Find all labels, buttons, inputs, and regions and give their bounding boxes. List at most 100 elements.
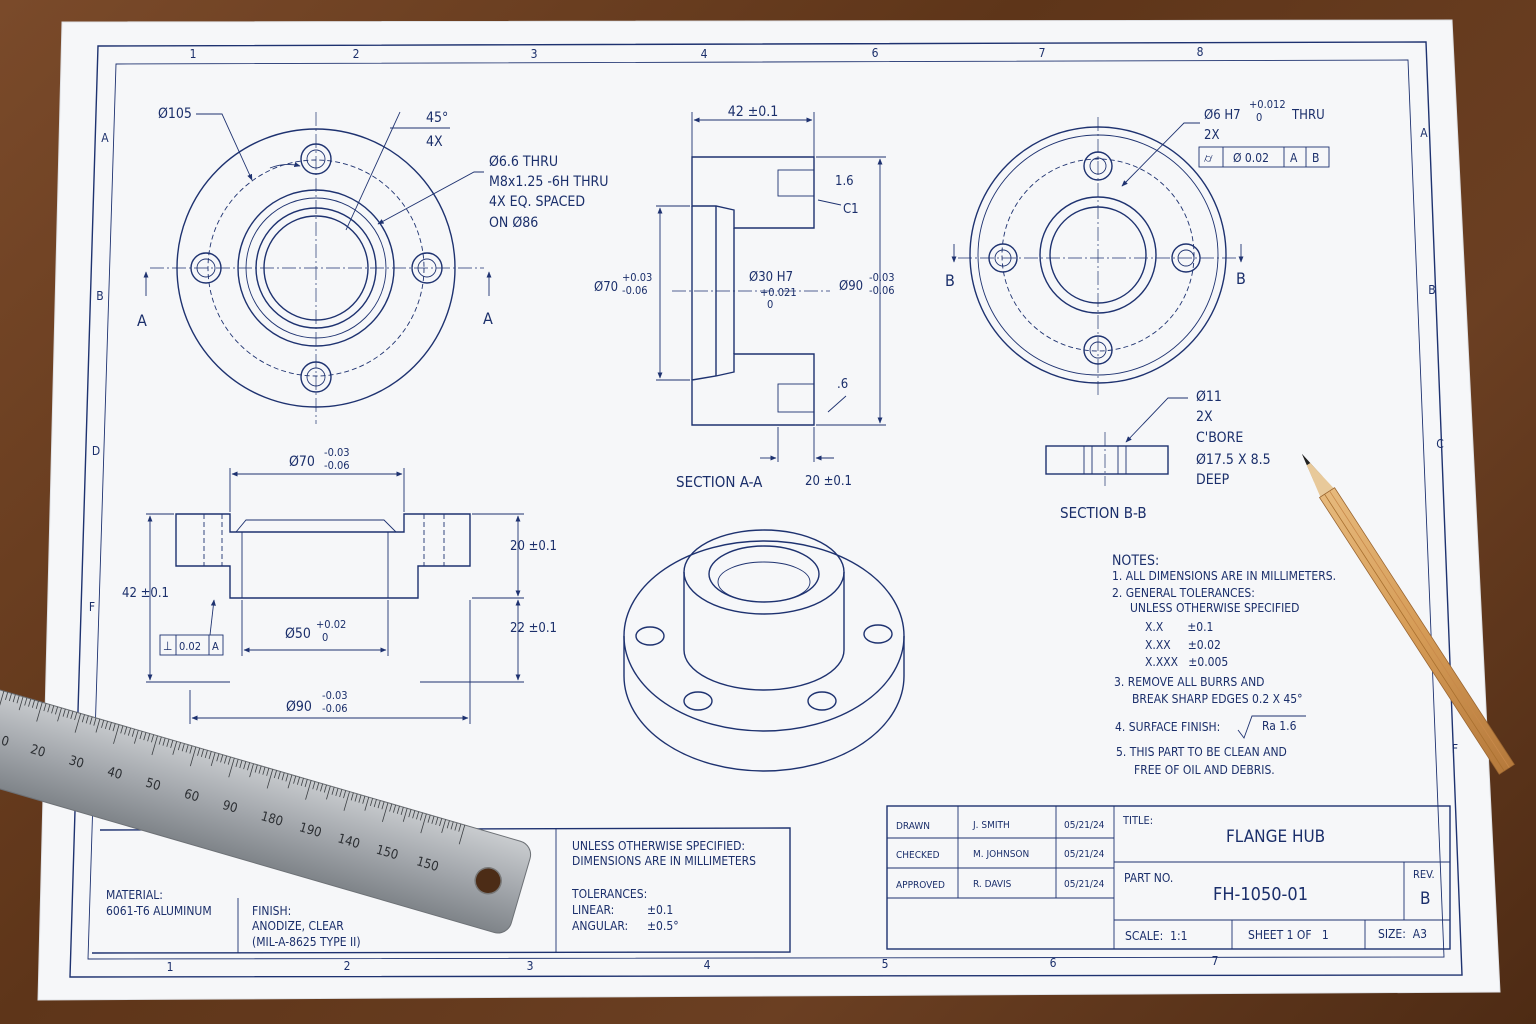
ruler-label-8: 180 xyxy=(259,809,285,830)
outer-border xyxy=(69,41,1463,978)
title-block: DRAWN J. SMITH 05/21/24 CHECKED M. JOHNS… xyxy=(886,805,1451,950)
zone-left-A: A xyxy=(101,131,109,145)
title-label: TITLE: xyxy=(1122,814,1153,827)
side-bore-tol-lower: 0 xyxy=(322,631,328,644)
part-value: FH-1050-01 xyxy=(1213,884,1308,905)
zone-right-C: C xyxy=(1436,437,1444,451)
note-line-9: 4. SURFACE FINISH: xyxy=(1115,720,1220,734)
sec-bb-note-1: Ø11 xyxy=(1196,389,1222,405)
note-line-3: UNLESS OTHERWISE SPECIFIED xyxy=(1130,601,1299,615)
ruler-label-10: 140 xyxy=(336,831,362,852)
sec-aa-top-dim: 42 ±0.1 xyxy=(728,104,779,120)
sec-bb-note-5: DEEP xyxy=(1196,472,1230,488)
zone-top-6: 6 xyxy=(872,46,879,60)
rear-hole-tol-upper: +0.012 xyxy=(1249,98,1286,111)
surface-finish-symbol xyxy=(1237,715,1306,739)
zone-top-3: 3 xyxy=(531,47,538,61)
side-bottom-tol-upper: -0.03 xyxy=(322,689,348,702)
cut-label-a-right: A xyxy=(483,309,493,328)
zone-bottom-7: 7 xyxy=(1212,954,1219,968)
signoff-date-2: 05/21/24 xyxy=(1064,849,1105,860)
side-fcf-value: 0.02 xyxy=(179,640,201,653)
rev-label: REV. xyxy=(1413,868,1435,881)
rear-hole-count: 2X xyxy=(1204,128,1219,143)
sec-aa-title: SECTION A-A xyxy=(676,473,763,491)
side-fcf: ⊥ 0.02 A xyxy=(159,599,224,656)
rear-hole-thru: THRU xyxy=(1291,108,1325,123)
title-value: FLANGE HUB xyxy=(1226,827,1325,847)
zone-left-F: F xyxy=(89,600,95,614)
rear-fcf-symbol: ⌭ xyxy=(1204,151,1213,165)
signoff-name-1: J. SMITH xyxy=(972,820,1010,831)
rear-fcf-value: Ø 0.02 xyxy=(1233,151,1269,165)
tol-angular-value: ±0.5° xyxy=(647,919,679,933)
front-hole-note-1: Ø6.6 THRU xyxy=(489,154,558,170)
front-hole-note-3: 4X EQ. SPACED xyxy=(489,194,585,210)
sec-aa-right-tol-lower: -0.06 xyxy=(869,284,895,297)
finish-line-2: (MIL-A-8625 TYPE II) xyxy=(252,935,361,949)
sec-aa-chamfer-note: C1 xyxy=(843,202,859,217)
rear-hole-tol-lower: 0 xyxy=(1256,111,1262,124)
sec-aa-left-tol-lower: -0.06 xyxy=(622,284,648,297)
ruler-label-1: 10 xyxy=(0,732,11,751)
zone-bottom-5: 5 xyxy=(882,957,889,971)
rear-hole-dim: Ø6 H7 xyxy=(1204,108,1241,123)
finish-line-1: ANODIZE, CLEAR xyxy=(252,919,344,933)
sec-aa-right-tol-upper: -0.03 xyxy=(869,271,895,284)
side-top-tol-lower: -0.06 xyxy=(324,459,350,472)
spec-line-1: UNLESS OTHERWISE SPECIFIED: xyxy=(572,839,745,853)
bolt-holes xyxy=(190,143,443,393)
note-line-6: X.XXX ±0.005 xyxy=(1145,655,1228,669)
sec-bb-note-3: C'BORE xyxy=(1196,430,1243,446)
note-line-10: 5. THIS PART TO BE CLEAN AND xyxy=(1116,745,1287,759)
cut-label-a-left: A xyxy=(137,311,147,330)
rear-fcf-datum-b: B xyxy=(1312,151,1319,165)
note-line-11: FREE OF OIL AND DEBRIS. xyxy=(1134,763,1275,777)
ruler-label-2: 20 xyxy=(29,742,47,761)
sec-aa-chamfer-dim: 1.6 xyxy=(835,174,854,189)
cut-label-b-right: B xyxy=(1236,269,1246,288)
side-lower-dim: 22 ±0.1 xyxy=(510,621,557,636)
sec-aa-bore-dim: Ø30 H7 xyxy=(749,270,793,285)
zone-right-F: F xyxy=(1452,742,1458,756)
zone-right-A: A xyxy=(1420,126,1428,140)
side-view: Ø70 -0.03 -0.06 42 ±0.1 20 ±0.1 22 ±0.1 … xyxy=(122,446,557,724)
zone-bottom-1: 1 xyxy=(167,960,174,974)
zone-right-B: B xyxy=(1428,283,1435,297)
tol-label: TOLERANCES: xyxy=(571,887,647,901)
note-line-8: BREAK SHARP EDGES 0.2 X 45° xyxy=(1132,692,1303,706)
zone-bottom-4: 4 xyxy=(704,958,711,972)
tol-linear-label: LINEAR: xyxy=(572,903,614,917)
front-angle-label: 45° xyxy=(426,110,448,126)
ruler-label-3: 30 xyxy=(67,753,85,772)
signoff-role-2: CHECKED xyxy=(896,850,940,861)
sec-aa-bore-tol-upper: +0.021 xyxy=(760,286,797,299)
zone-top-8: 8 xyxy=(1197,45,1204,59)
tol-linear-value: ±0.1 xyxy=(647,903,673,917)
zone-left-B: B xyxy=(96,289,103,303)
rear-fcf: ⌭ Ø 0.02 A B xyxy=(1198,146,1330,168)
side-bottom-dim: Ø90 xyxy=(286,699,312,715)
zone-bottom-3: 3 xyxy=(527,959,534,973)
zone-top-1: 1 xyxy=(190,47,197,61)
rev-value: B xyxy=(1420,889,1431,909)
spec-line-2: DIMENSIONS ARE IN MILLIMETERS xyxy=(572,854,756,868)
rear-fcf-datum-a: A xyxy=(1290,151,1298,165)
zone-top-4: 4 xyxy=(701,47,708,61)
sheet-text: SHEET 1 OF 1 xyxy=(1248,928,1329,942)
signoff-role-1: DRAWN xyxy=(896,821,930,832)
inner-border xyxy=(87,59,1445,960)
signoff-name-3: R. DAVIS xyxy=(973,879,1012,890)
side-top-tol-upper: -0.03 xyxy=(324,446,350,459)
cut-label-b-left: B xyxy=(945,271,955,290)
sec-bb-note-2: 2X xyxy=(1196,409,1213,425)
ruler-label-4: 40 xyxy=(105,765,123,784)
ruler-label-7: 90 xyxy=(221,798,239,817)
front-hole-note-2: M8x1.25 -6H THRU xyxy=(489,174,609,190)
side-bottom-tol-lower: -0.06 xyxy=(322,702,348,715)
signoff-role-3: APPROVED xyxy=(896,880,945,891)
sec-aa-right-dim: Ø90 xyxy=(839,279,863,294)
ruler-ticks xyxy=(0,691,466,845)
signoff-date-3: 05/21/24 xyxy=(1064,879,1105,890)
sec-aa-bore-tol-lower: 0 xyxy=(767,298,773,311)
